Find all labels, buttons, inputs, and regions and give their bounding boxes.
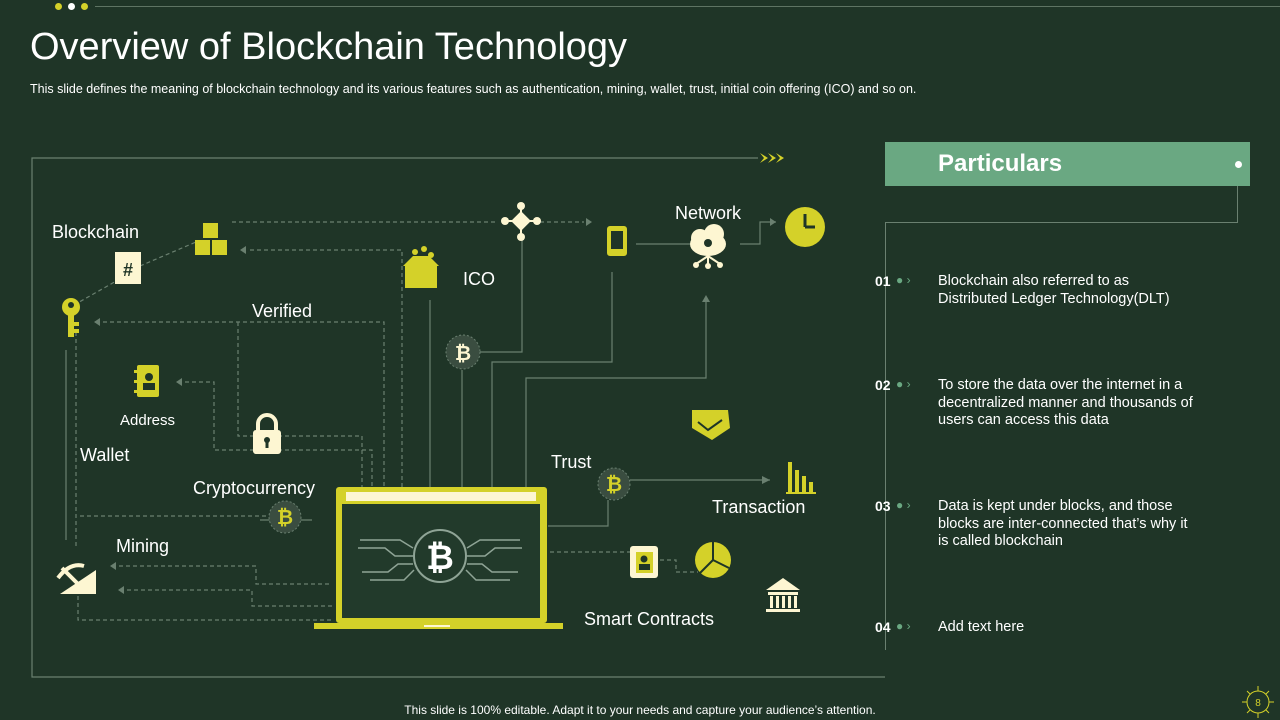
page-subtitle: This slide defines the meaning of blockc… [30, 82, 917, 96]
label-smart-contracts: Smart Contracts [584, 609, 715, 629]
label-cryptocurrency: Cryptocurrency [193, 478, 316, 498]
item-text: To store the data over the internet in a… [938, 377, 1193, 428]
particulars-header: Particulars [885, 142, 1250, 186]
bullet-chevron-icon: ● › [896, 498, 911, 512]
page-number: 8 [1255, 698, 1261, 709]
particulars-timeline [885, 222, 886, 650]
label-address: Address [120, 412, 176, 429]
clock-icon [785, 207, 825, 247]
label-network: Network [675, 203, 742, 223]
bullet-chevron-icon: ● › [896, 377, 911, 391]
item-text: Data is kept under blocks, and those blo… [938, 498, 1188, 549]
bitcoin-icon: ₿ [268, 500, 302, 534]
label-mining: Mining [116, 536, 170, 556]
label-wallet: Wallet [80, 445, 130, 465]
particulars-connector [885, 222, 1238, 223]
item-text: Blockchain also referred to as Distribut… [938, 273, 1170, 307]
particulars-connector [1237, 186, 1238, 222]
hash-icon: # [115, 252, 141, 284]
header-dots [55, 3, 88, 10]
svg-text:₿: ₿ [606, 474, 622, 496]
mining-icon [56, 563, 96, 594]
network-node-icon [501, 202, 541, 241]
item-number: 01 [875, 273, 891, 289]
footer-note: This slide is 100% editable. Adapt it to… [404, 703, 876, 717]
item-number: 02 [875, 377, 891, 393]
label-ico: ICO [463, 269, 496, 289]
laptop-icon: ₿ [314, 487, 563, 629]
ico-box-icon [403, 246, 439, 288]
svg-text:₿: ₿ [426, 539, 454, 577]
bullet-chevron-icon: ● › [896, 619, 911, 633]
bitcoin-icon: ₿ [445, 334, 481, 370]
bitcoin-icon: ₿ [597, 467, 631, 501]
lock-icon [253, 413, 281, 454]
boxes-icon [195, 223, 227, 255]
item-number: 04 [875, 619, 891, 635]
handshake-icon [692, 410, 730, 440]
label-blockchain: Blockchain [52, 222, 140, 242]
svg-text:₿: ₿ [277, 507, 293, 529]
phone-icon [607, 226, 627, 256]
bank-icon [766, 578, 800, 612]
label-transaction: Transaction [712, 497, 806, 517]
header-dot-icon [1235, 161, 1242, 168]
svg-text:₿: ₿ [455, 343, 471, 365]
top-rule [95, 6, 1280, 7]
pie-chart-icon [695, 542, 731, 578]
item-text: Add text here [938, 619, 1025, 635]
page-title: Overview of Blockchain Technology [30, 26, 628, 68]
particulars-heading: Particulars [938, 150, 1063, 177]
address-book-icon [134, 365, 159, 397]
contact-icon [630, 546, 658, 578]
bullet-chevron-icon: ● › [896, 273, 911, 287]
page-number-badge: 8 [1242, 686, 1274, 718]
label-verified: Verified [252, 301, 313, 321]
item-number: 03 [875, 498, 891, 514]
svg-text:#: # [123, 260, 133, 280]
label-trust: Trust [551, 452, 592, 472]
bar-chart-icon [786, 462, 816, 494]
